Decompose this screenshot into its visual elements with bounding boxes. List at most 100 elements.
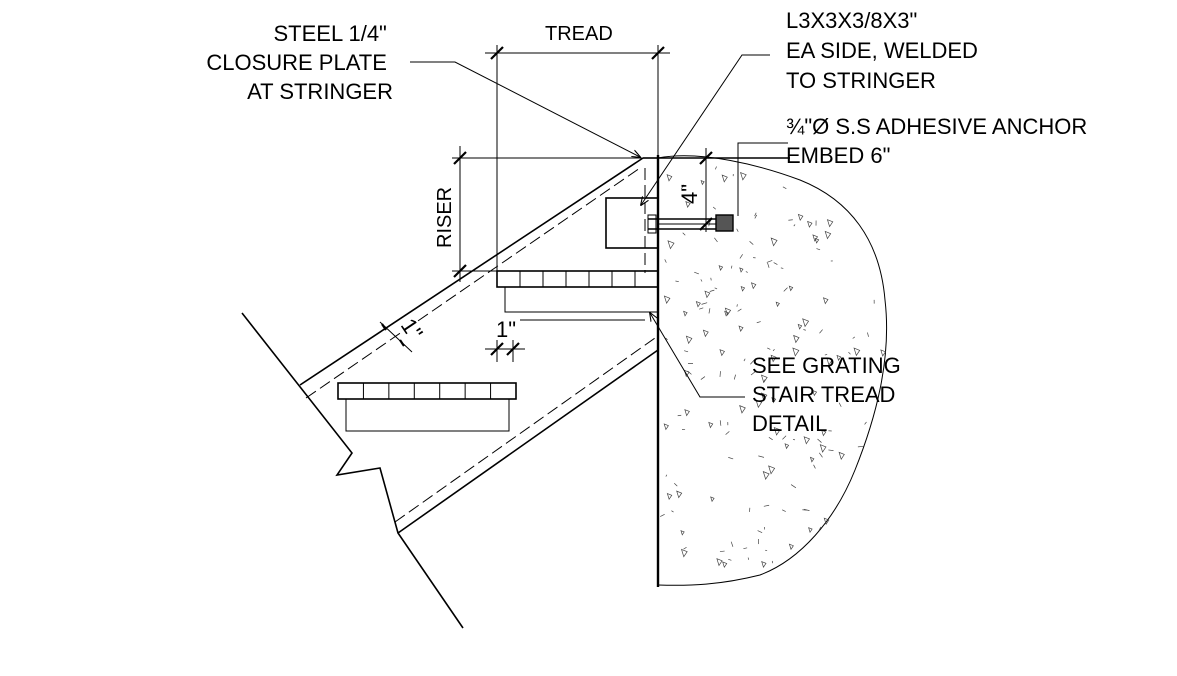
- aggregate-speck: [708, 220, 711, 227]
- aggregate-speck: [761, 561, 767, 568]
- aggregate-speck: [683, 369, 690, 378]
- anchor-label: ¾"Ø S.S ADHESIVE ANCHOR EMBED 6": [786, 114, 1093, 168]
- closure-plate-leader: [410, 61, 640, 157]
- aggregate-speck: [704, 290, 711, 299]
- aggregate-speck: [809, 456, 815, 463]
- adhesive-anchor-block: [715, 214, 734, 232]
- aggregate-speck: [719, 349, 725, 357]
- aggregate-speck: [747, 557, 750, 560]
- aggregate-speck: [725, 431, 730, 435]
- aggregate-speck: [818, 526, 822, 531]
- aggregate-speck: [663, 423, 669, 431]
- one-inch-label: 1": [496, 317, 516, 342]
- aggregate-speck: [758, 455, 765, 458]
- aggregate-speck: [745, 271, 748, 273]
- aggregate-speck: [762, 471, 770, 480]
- aggregate-speck: [685, 201, 691, 209]
- aggregate-speck: [838, 360, 841, 363]
- anchor-line-2: EMBED 6": [786, 143, 890, 168]
- aggregate-speck: [709, 289, 715, 292]
- aggregate-speck: [740, 171, 747, 181]
- angle-label: L3X3X3/8X3" EA SIDE, WELDED TO STRINGER: [786, 8, 984, 93]
- aggregate-speck: [665, 337, 668, 341]
- angle-line-3: TO STRINGER: [786, 68, 936, 93]
- closure-plate-line-3: AT STRINGER: [247, 79, 393, 104]
- aggregate-speck: [819, 329, 823, 334]
- aggregate-speck: [757, 530, 763, 534]
- aggregate-speck: [724, 310, 729, 317]
- grating-line-2: STAIR TREAD: [752, 382, 895, 407]
- aggregate-speck: [788, 219, 793, 221]
- aggregate-speck: [812, 234, 819, 242]
- aggregate-speck: [676, 490, 683, 499]
- aggregate-speck: [867, 332, 869, 337]
- anchor-leader: [737, 142, 788, 216]
- aggregate-speck: [728, 457, 734, 460]
- angle-line-1: L3X3X3/8X3": [786, 8, 917, 33]
- aggregate-speck: [700, 376, 706, 380]
- aggregate-speck: [812, 389, 818, 397]
- sloped-one-inch-dimension: [379, 321, 413, 353]
- aggregate-speck: [738, 325, 744, 332]
- aggregate-speck: [684, 350, 689, 353]
- aggregate-speck: [790, 484, 797, 489]
- aggregate-speck: [733, 374, 736, 380]
- upper-tread-bearing: [504, 286, 659, 313]
- aggregate-speck: [750, 371, 756, 376]
- aggregate-speck: [792, 347, 800, 357]
- angle-leg: [605, 197, 659, 249]
- upper-tread-bar-dividers: [519, 271, 636, 287]
- riser-dimension: [452, 146, 643, 282]
- aggregate-speck: [666, 174, 673, 182]
- lower-tread-bearing: [345, 398, 510, 432]
- aggregate-speck: [683, 310, 688, 317]
- aggregate-speck: [743, 358, 746, 362]
- grating-leader: [650, 313, 745, 398]
- aggregate-speck: [750, 359, 755, 365]
- grating-line-1: SEE GRATING: [752, 353, 901, 378]
- aggregate-speck: [683, 546, 687, 550]
- aggregate-speck: [824, 354, 828, 356]
- aggregate-speck: [719, 371, 721, 377]
- stringer-break-line: [241, 312, 464, 629]
- aggregate-speck: [685, 335, 693, 345]
- anchor-line-1: ¾"Ø S.S ADHESIVE ANCHOR: [786, 114, 1087, 139]
- one-inch-dimension: [485, 340, 525, 362]
- aggregate-speck: [797, 213, 804, 221]
- lower-grating-tread: [337, 382, 517, 432]
- aggregate-speck: [715, 166, 717, 170]
- closure-plate-line-1: STEEL 1/4": [273, 21, 386, 46]
- aggregate-speck: [750, 282, 757, 290]
- aggregate-speck: [766, 260, 773, 263]
- aggregate-speck: [719, 420, 722, 426]
- aggregate-speck: [755, 399, 763, 409]
- aggregate-speck: [660, 513, 665, 517]
- aggregate-speck: [714, 237, 718, 243]
- lower-tread-bars: [337, 382, 517, 400]
- aggregate-speck: [722, 561, 728, 569]
- aggregate-speck: [754, 212, 757, 217]
- aggregate-speck: [760, 392, 768, 401]
- aggregate-speck: [695, 300, 701, 308]
- aggregate-speck: [666, 492, 673, 501]
- aggregate-speck: [797, 323, 803, 330]
- aggregate-speck: [782, 186, 787, 189]
- aggregate-speck: [782, 509, 786, 512]
- aggregate-speck: [823, 517, 830, 525]
- aggregate-speck: [730, 541, 734, 547]
- aggregate-speck: [773, 262, 778, 265]
- aggregate-speck: [770, 354, 777, 363]
- aggregate-speck: [848, 351, 851, 355]
- closure-plate-line-2: CLOSURE PLATE: [206, 50, 387, 75]
- aggregate-speck: [828, 449, 834, 451]
- aggregate-speck: [775, 301, 780, 308]
- aggregate-speck: [754, 214, 758, 219]
- aggregate-speck: [708, 421, 714, 429]
- aggregate-speck: [836, 354, 842, 362]
- aggregate-speck: [821, 429, 827, 437]
- tread-label: TREAD: [545, 23, 613, 45]
- aggregate-speck: [767, 262, 770, 268]
- aggregate-speck: [826, 219, 834, 228]
- aggregate-speck: [721, 174, 728, 183]
